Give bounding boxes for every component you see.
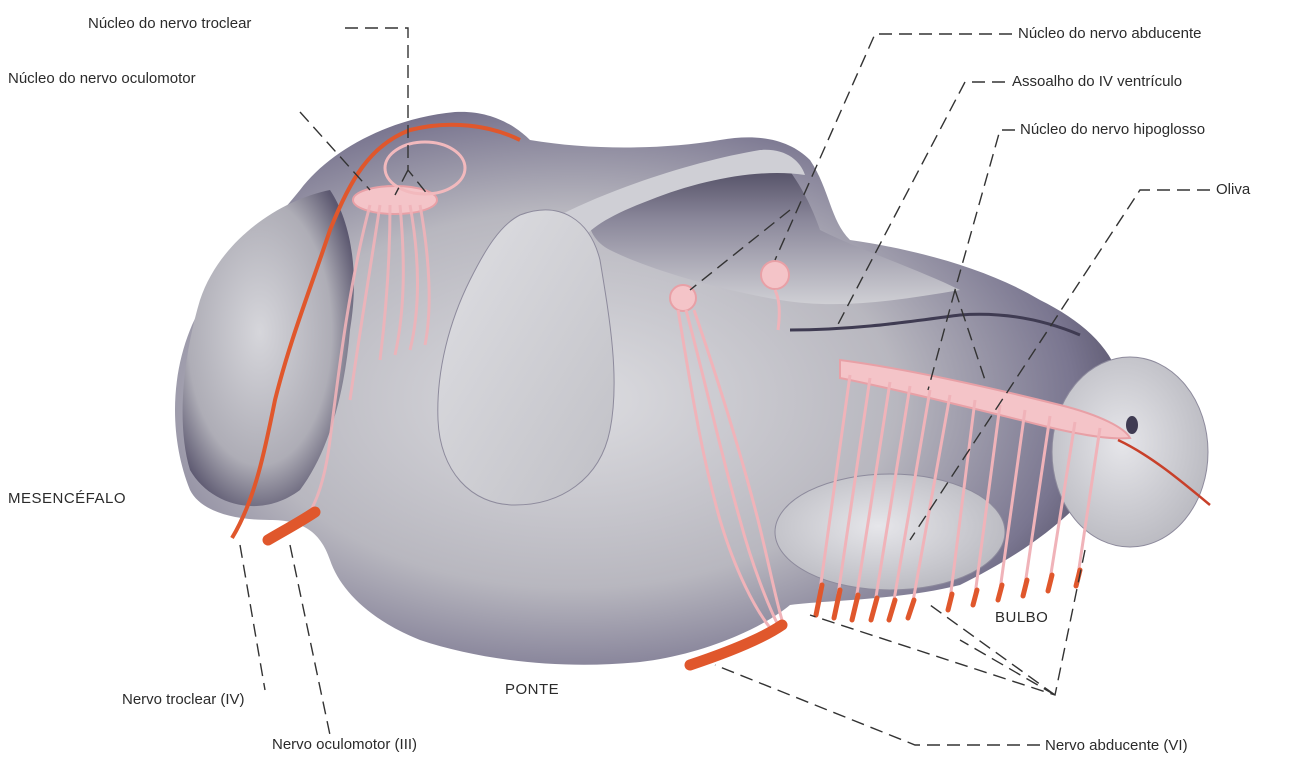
label-assoalho-iv-ventriculo: Assoalho do IV ventrículo: [1012, 73, 1182, 90]
leader-nervo-oculomotor: [290, 545, 330, 735]
label-nervo-troclear: Nervo troclear (IV): [122, 691, 245, 708]
label-nucleo-troclear: Núcleo do nervo troclear: [88, 15, 251, 32]
label-nucleo-abducente: Núcleo do nervo abducente: [1018, 25, 1201, 42]
abducens-nucleus-right: [761, 261, 789, 289]
medulla-cut-disc: [1052, 357, 1208, 547]
label-nucleo-hipoglosso: Núcleo do nervo hipoglosso: [1020, 121, 1205, 138]
leader-nervo-abducente: [715, 665, 1040, 745]
central-canal: [1126, 416, 1138, 434]
label-nervo-abducente: Nervo abducente (VI): [1045, 737, 1188, 754]
label-ponte: PONTE: [505, 681, 559, 698]
olive-oval: [775, 474, 1005, 590]
label-mesencefalo: MESENCÉFALO: [8, 490, 126, 507]
label-nervo-oculomotor: Nervo oculomotor (III): [272, 736, 417, 753]
leader-nervo-troclear: [240, 545, 265, 690]
label-oliva: Oliva: [1216, 181, 1251, 198]
label-nucleo-oculomotor: Núcleo do nervo oculomotor: [8, 70, 196, 87]
label-bulbo: BULBO: [995, 609, 1048, 626]
